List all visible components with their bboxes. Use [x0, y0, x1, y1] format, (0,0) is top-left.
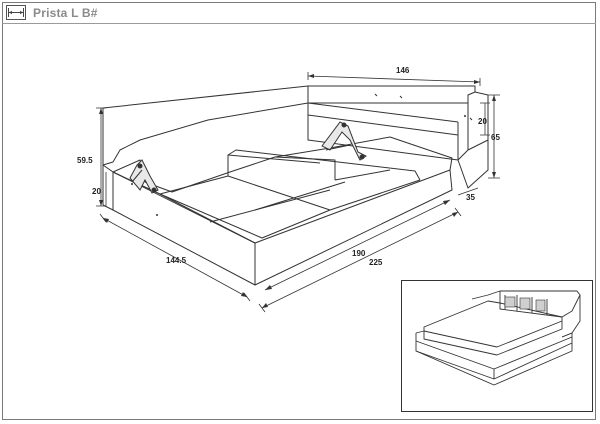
dimension-arrowheads [99, 74, 496, 308]
headboard-side [457, 91, 489, 189]
dimension-lines [96, 72, 500, 313]
header-bar: Prista L B# [2, 2, 596, 24]
dim-mattress-length: 190 [352, 249, 366, 258]
dim-overall-length: 225 [369, 258, 383, 267]
dim-side-height: 20 [92, 187, 101, 196]
width-arrows-icon [6, 5, 26, 20]
header-divider [2, 23, 596, 24]
frame-right-panel [254, 169, 453, 286]
bed-preview-thumbnail [401, 280, 593, 412]
headboard-back-panel [102, 85, 309, 166]
product-title: Prista L B# [33, 6, 98, 20]
drawing-frame [2, 2, 596, 420]
thumb-frame [415, 332, 573, 380]
gas-lift-right [321, 121, 367, 161]
dim-frame-height: 59.5 [77, 156, 93, 165]
gas-lift-left [129, 159, 159, 194]
headboard-front [307, 103, 469, 161]
headboard-top [307, 85, 476, 104]
frame-left-side [102, 164, 114, 211]
dim-mattress-width: 144.5 [166, 256, 187, 265]
thumb-mattress [423, 300, 563, 348]
frame-front-panel [112, 171, 256, 286]
middle-divider [227, 149, 421, 181]
dim-headboard-depth: 35 [466, 193, 475, 202]
dim-headboard-top-height: 20 [478, 117, 487, 126]
dim-headboard-width: 146 [396, 66, 410, 75]
hardware-dots [131, 115, 466, 216]
dim-headboard-height: 65 [491, 133, 500, 142]
